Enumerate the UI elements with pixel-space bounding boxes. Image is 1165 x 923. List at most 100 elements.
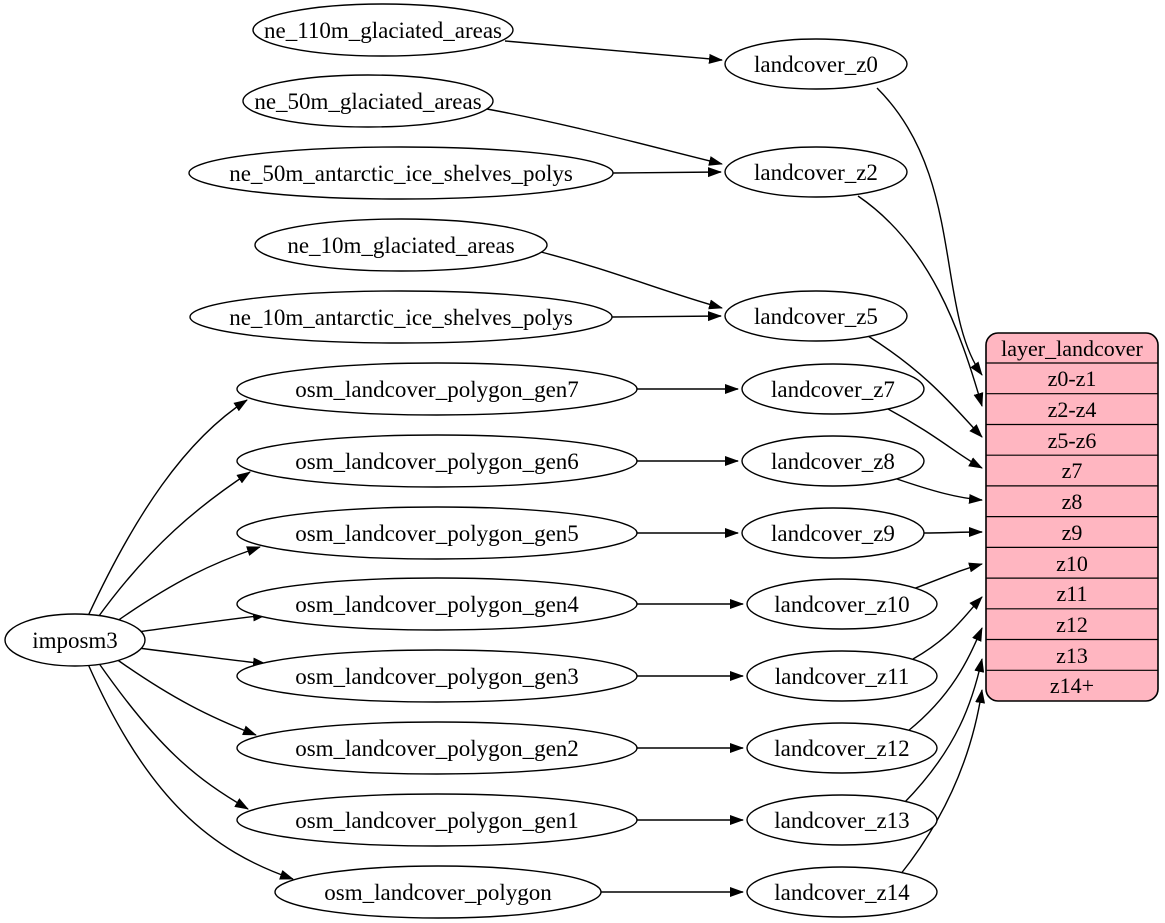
node-landcover-z14-shape [746,866,938,918]
node-imposm3-label: imposm3 [32,628,118,653]
edge-z5-row-z5-z6 [867,335,983,438]
edge-z12-row-z12 [907,627,983,732]
edge-z13-row-z13 [903,658,985,804]
node-landcover-z5: landcover_z5 [724,290,908,342]
edge-z9-row-z9 [923,527,983,538]
node-osm-landcover-polygon-gen1-label: osm_landcover_polygon_gen1 [295,808,579,833]
node-landcover-z14-label: landcover_z14 [774,880,910,905]
node-ne-10m-antarctic-ice-shelves-polys: ne_10m_antarctic_ice_shelves_polys [189,290,613,344]
edge-imposm3-gen7 [87,399,248,617]
node-landcover-z13: landcover_z13 [746,794,938,846]
node-ne-10m-antarctic-ice-shelves-polys-label: ne_10m_antarctic_ice_shelves_polys [229,305,573,330]
edge-z11-row-z11 [912,596,983,660]
edge-imposm3-gen2 [111,655,257,736]
node-osm-landcover-polygon-gen7: osm_landcover_polygon_gen7 [236,362,638,416]
node-landcover-z2-shape [724,146,908,198]
edge-z7-row-z7 [887,408,983,469]
node-osm-landcover-polygon-gen5: osm_landcover_polygon_gen5 [236,506,638,560]
edge-ne110m-z0 [504,40,723,64]
node-landcover-z11-shape [746,650,938,702]
node-landcover-z9: landcover_z9 [741,507,925,559]
node-landcover-z2: landcover_z2 [724,146,908,198]
edge-imposm3-gen1 [97,661,249,810]
node-osm-landcover-polygon-gen4: osm_landcover_polygon_gen4 [236,577,638,631]
layer-landcover-row-z0-z1: z0-z1 [1048,366,1097,391]
edge-z14-row-z14plus [899,689,986,876]
node-landcover-z2-label: landcover_z2 [754,160,878,185]
edge-z10-row-z10 [912,562,983,590]
node-osm-landcover-polygon-label: osm_landcover_polygon [324,880,552,905]
node-osm-landcover-polygon-gen6-label: osm_landcover_polygon_gen6 [295,449,579,474]
node-osm-landcover-polygon-gen4-shape [236,577,638,631]
node-osm-landcover-polygon-gen1: osm_landcover_polygon_gen1 [236,793,638,847]
edges-layer [87,40,986,897]
node-landcover-z13-shape [746,794,938,846]
node-ne-50m-antarctic-ice-shelves-polys: ne_50m_antarctic_ice_shelves_polys [188,146,614,200]
layer-landcover-row-z10: z10 [1056,551,1088,576]
edge-ne10m-z5 [540,251,723,310]
node-imposm3-shape [4,613,146,667]
node-osm-landcover-polygon-gen6-shape [236,434,638,488]
edge-imposm3-polygon [87,663,294,880]
layer-landcover-row-z7: z7 [1062,458,1083,483]
node-osm-landcover-polygon-gen7-label: osm_landcover_polygon_gen7 [295,377,579,402]
node-landcover-z9-label: landcover_z9 [771,521,895,546]
node-landcover-z7: landcover_z7 [741,363,925,415]
layer-landcover-row-z12: z12 [1056,612,1088,637]
edge-imposm3-gen6 [95,471,251,621]
node-landcover-z8: landcover_z8 [741,435,925,487]
node-osm-landcover-polygon-gen6: osm_landcover_polygon_gen6 [236,434,638,488]
node-osm-landcover-polygon-gen2-label: osm_landcover_polygon_gen2 [295,736,579,761]
node-landcover-z7-shape [741,363,925,415]
node-landcover-z9-shape [741,507,925,559]
node-landcover-z8-shape [741,435,925,487]
layer-landcover-row-z8: z8 [1062,489,1083,514]
edge-imposm3-gen4 [137,611,267,633]
layer-landcover-row-z9: z9 [1062,520,1083,545]
layer-landcover-row-z2-z4: z2-z4 [1048,397,1097,422]
node-landcover-z0: landcover_z0 [724,38,908,90]
node-landcover-z0-label: landcover_z0 [754,52,878,77]
layer-landcover-row-z11: z11 [1057,581,1088,606]
node-landcover-z11: landcover_z11 [746,650,938,702]
node-landcover-z10-shape [746,578,938,630]
edge-z0-row-z0-z1 [876,87,983,376]
node-imposm3: imposm3 [4,613,146,667]
node-landcover-z0-shape [724,38,908,90]
node-landcover-z12-label: landcover_z12 [774,736,909,761]
node-ne-110m-glaciated-areas-label: ne_110m_glaciated_areas [264,18,502,43]
node-osm-landcover-polygon-gen2: osm_landcover_polygon_gen2 [236,721,638,775]
node-osm-landcover-polygon-gen2-shape [236,721,638,775]
node-landcover-z14: landcover_z14 [746,866,938,918]
node-landcover-z10-label: landcover_z10 [774,592,909,617]
node-landcover-z8-label: landcover_z8 [771,449,895,474]
edge-ne50m-ant-z2 [612,167,722,178]
node-layer-landcover: layer_landcover z0-z1 z2-z4 z5-z6 z7 z8 … [985,332,1159,702]
node-osm-landcover-polygon-gen5-label: osm_landcover_polygon_gen5 [295,521,579,546]
node-ne-50m-glaciated-areas-label: ne_50m_glaciated_areas [254,89,481,114]
node-ne-10m-glaciated-areas-label: ne_10m_glaciated_areas [287,233,514,258]
node-ne-50m-antarctic-ice-shelves-polys-shape [188,146,614,200]
node-landcover-z13-label: landcover_z13 [774,808,909,833]
node-landcover-z5-label: landcover_z5 [754,304,878,329]
node-landcover-z12: landcover_z12 [746,722,938,774]
layer-landcover-row-z14plus: z14+ [1050,673,1094,698]
node-ne-110m-glaciated-areas: ne_110m_glaciated_areas [252,3,514,57]
layer-landcover-title: layer_landcover [1001,336,1143,361]
node-osm-landcover-polygon-gen1-shape [236,793,638,847]
node-landcover-z10: landcover_z10 [746,578,938,630]
edge-z2-row-z2-z4 [857,195,984,407]
node-ne-50m-glaciated-areas-shape [242,74,494,128]
node-osm-landcover-polygon-gen4-label: osm_landcover_polygon_gen4 [295,592,579,617]
node-ne-10m-antarctic-ice-shelves-polys-shape [189,290,613,344]
edge-imposm3-gen3 [137,647,267,668]
node-ne-10m-glaciated-areas: ne_10m_glaciated_areas [254,218,548,272]
node-landcover-z11-label: landcover_z11 [775,664,910,689]
node-ne-10m-glaciated-areas-shape [254,218,548,272]
edge-imposm3-gen5 [109,546,261,627]
edge-ne10m-ant-z5 [611,311,722,322]
layer-landcover-row-z13: z13 [1056,643,1088,668]
node-osm-landcover-polygon-gen3-shape [236,649,638,703]
